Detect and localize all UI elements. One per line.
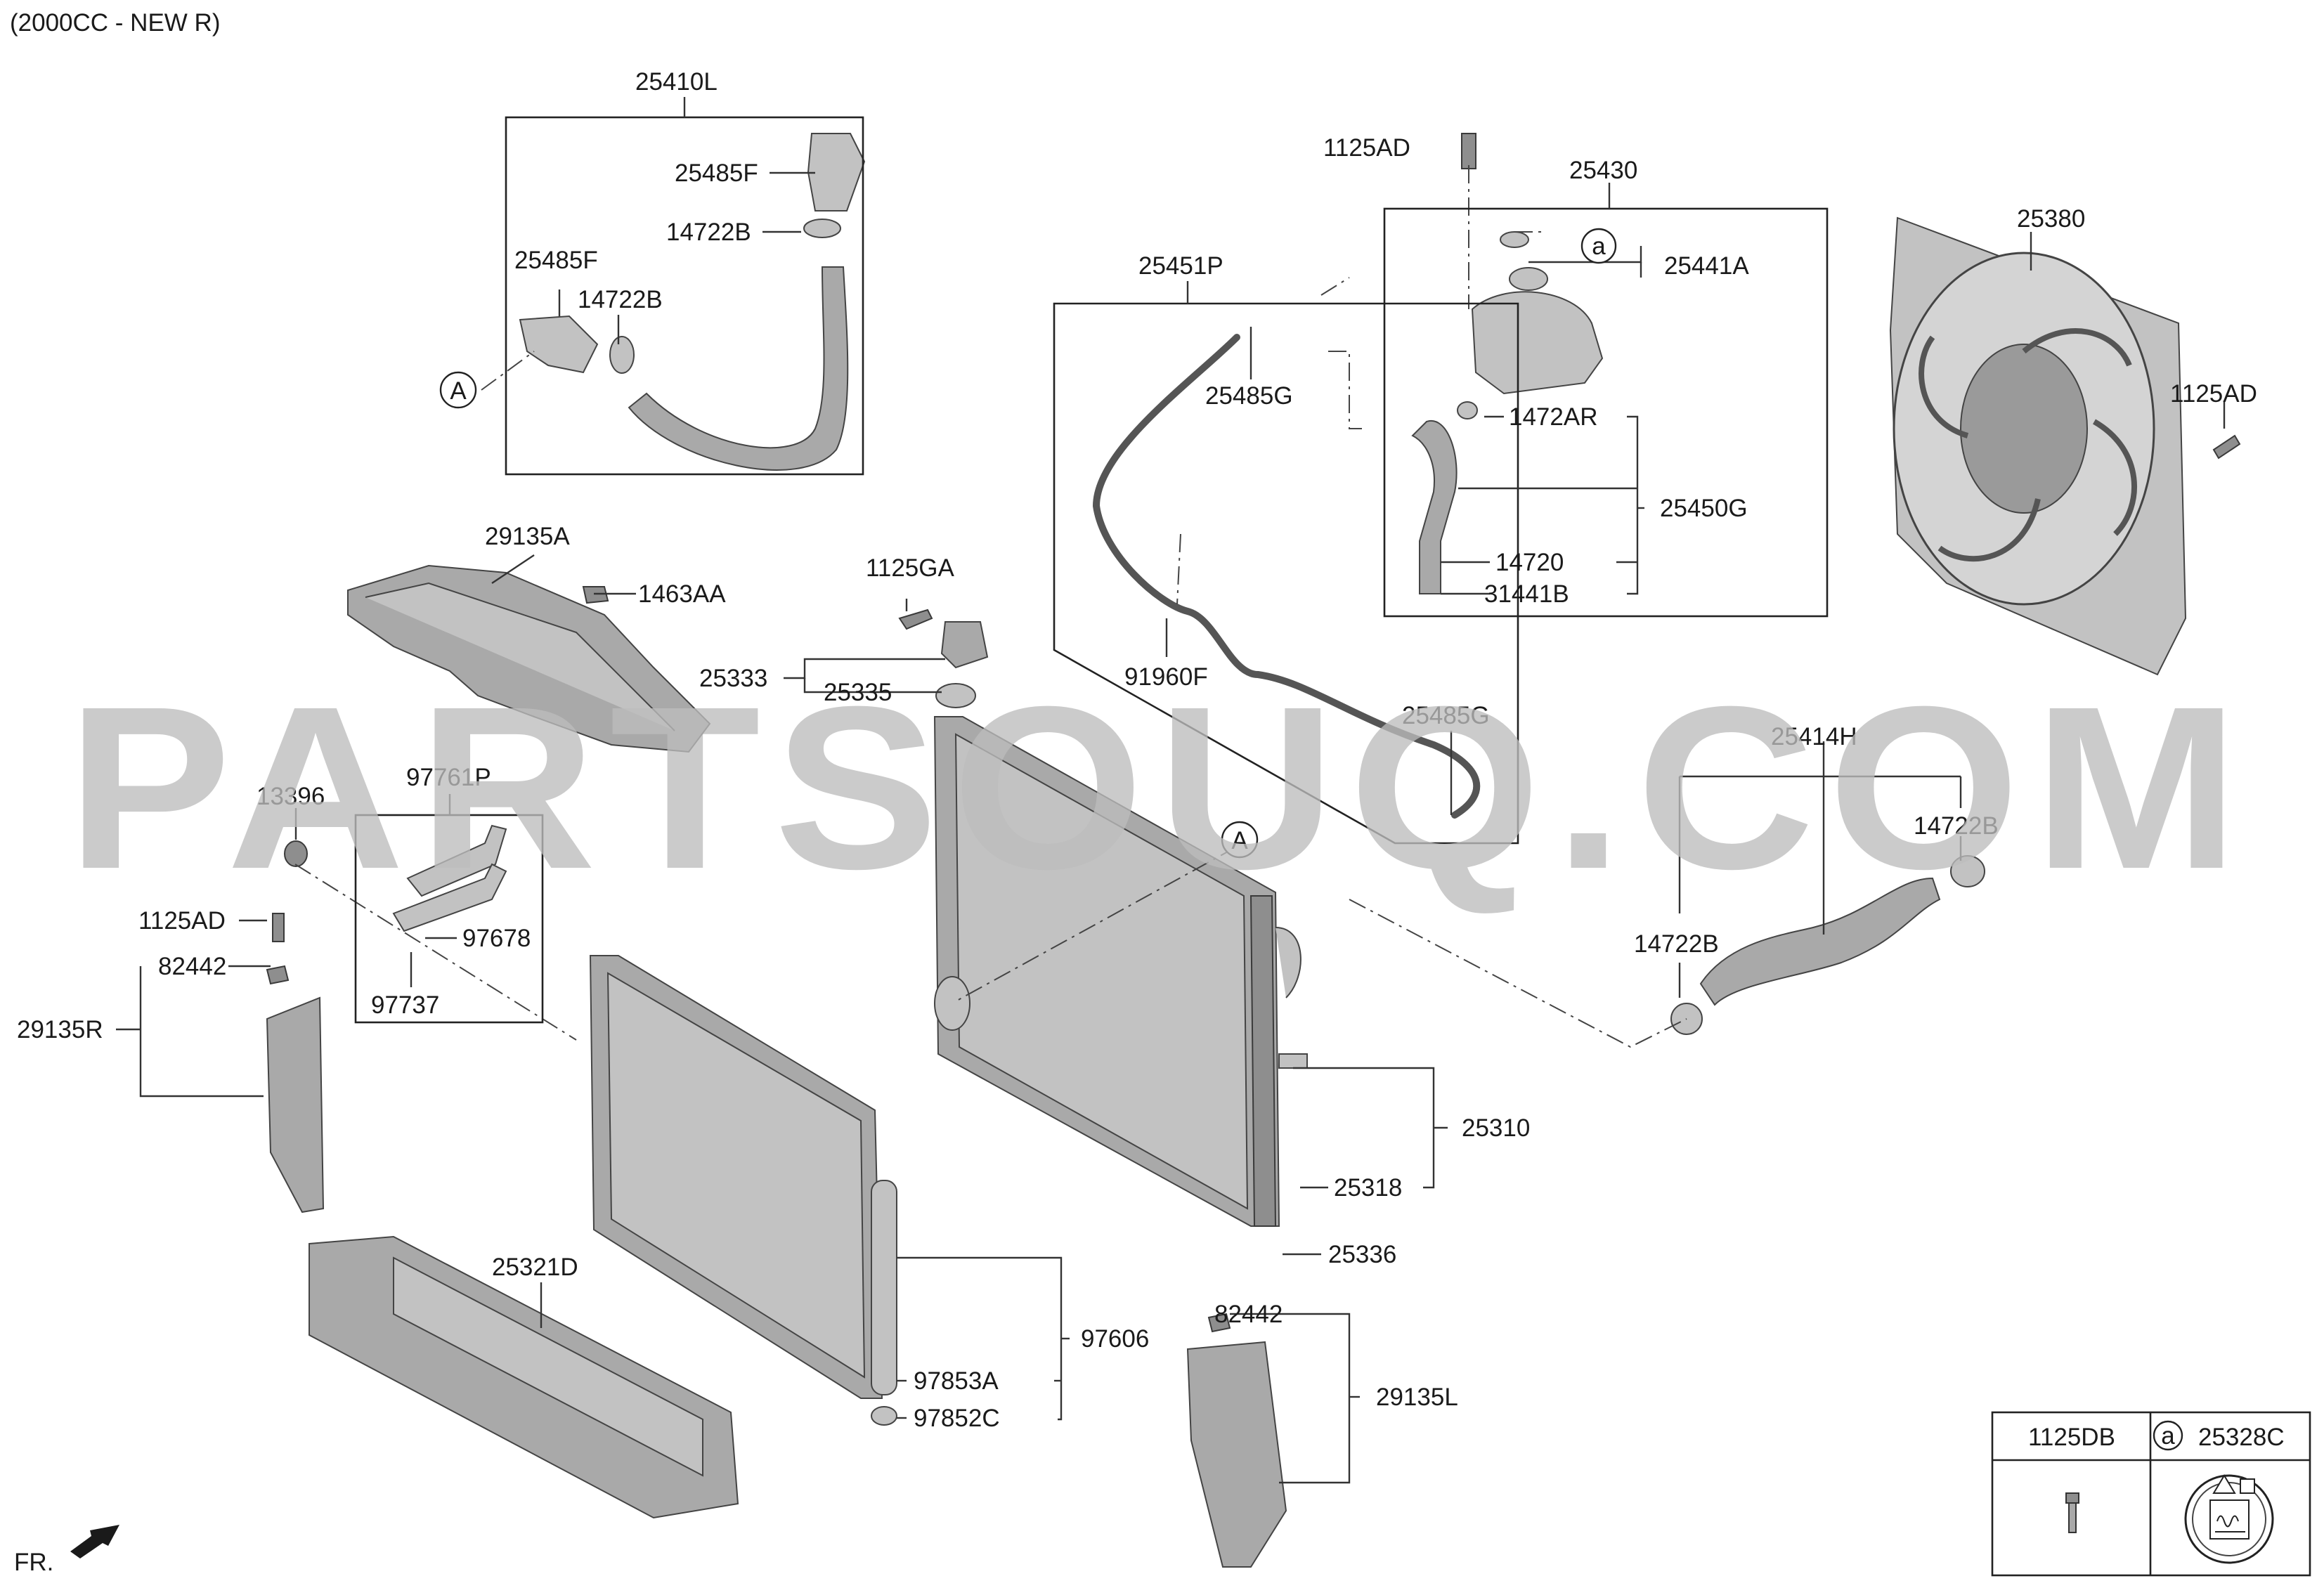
part-25321D[interactable]: 25321D <box>492 1254 578 1281</box>
part-25318[interactable]: 25318 <box>1334 1174 1402 1202</box>
part-25310[interactable]: 25310 <box>1462 1114 1530 1142</box>
legend-callout-text: a <box>2161 1422 2175 1450</box>
part-25336[interactable]: 25336 <box>1328 1241 1396 1268</box>
part-25451P[interactable]: 25451P <box>1138 252 1223 280</box>
oil-cooler-pipes-illustration <box>284 824 507 932</box>
part-25485G-bottom[interactable]: 25485G <box>1402 702 1490 729</box>
part-29135A[interactable]: 29135A <box>485 523 570 550</box>
undercover-illustration <box>347 564 711 753</box>
engine-header: (2000CC - NEW R) <box>10 9 220 37</box>
part-25450G[interactable]: 25450G <box>1660 495 1748 522</box>
warning-label-icon <box>2184 1474 2274 1564</box>
legend-table: 1125DB a 25328C <box>1991 1411 2311 1577</box>
side-cover-illustration <box>266 965 1287 1568</box>
part-25485F-top[interactable]: 25485F <box>675 160 758 187</box>
part-29135L[interactable]: 29135L <box>1376 1384 1458 1411</box>
callout-a-text: a <box>1592 233 1606 260</box>
part-82442-bottom[interactable]: 82442 <box>1214 1301 1283 1328</box>
upper-hose-illustration <box>519 133 866 471</box>
condenser-illustration <box>589 955 897 1426</box>
part-13396[interactable]: 13396 <box>257 783 325 810</box>
part-14722B-left[interactable]: 14722B <box>578 286 663 313</box>
part-1463AA[interactable]: 1463AA <box>638 580 726 608</box>
radiator-illustration <box>933 716 1308 1227</box>
bracket-illustration <box>898 608 989 708</box>
part-1125GA[interactable]: 1125GA <box>866 554 954 582</box>
front-arrow-icon <box>70 1525 119 1558</box>
bypass-hose-illustration <box>1092 334 1481 819</box>
callout-A-left-text: A <box>450 377 467 405</box>
callout-circle-A-radiator <box>1221 821 1259 859</box>
part-97678[interactable]: 97678 <box>462 925 531 952</box>
reservoir-illustration <box>1411 231 1604 594</box>
part-25333[interactable]: 25333 <box>699 665 767 692</box>
part-25380[interactable]: 25380 <box>2017 205 2085 233</box>
legend-col2-header: 25328C <box>2198 1424 2285 1451</box>
legend-col1-header: 1125DB <box>2028 1424 2115 1451</box>
callout-circle-A-left <box>439 371 477 409</box>
part-97606[interactable]: 97606 <box>1081 1325 1149 1353</box>
part-97853A[interactable]: 97853A <box>914 1367 999 1395</box>
part-97761P[interactable]: 97761P <box>406 764 491 791</box>
callout-circle-a <box>1580 228 1617 264</box>
bolts-illustration <box>272 133 2241 942</box>
leader-lines <box>116 97 2226 1484</box>
legend-callout-circle <box>2153 1420 2183 1451</box>
part-14722B-right[interactable]: 14722B <box>1914 812 1999 840</box>
part-25485G-top[interactable]: 25485G <box>1205 382 1293 410</box>
part-1472AR[interactable]: 1472AR <box>1509 403 1597 431</box>
part-1125AD-left[interactable]: 1125AD <box>138 907 226 935</box>
part-1125AD-right[interactable]: 1125AD <box>2170 380 2257 408</box>
part-82442-left[interactable]: 82442 <box>158 953 226 980</box>
air-guard-illustration <box>309 1235 739 1519</box>
part-97852C[interactable]: 97852C <box>914 1405 1000 1432</box>
front-indicator: FR. <box>14 1525 119 1576</box>
part-97737[interactable]: 97737 <box>371 991 439 1019</box>
part-14722B-mid[interactable]: 14722B <box>1634 930 1719 958</box>
part-25335[interactable]: 25335 <box>824 679 892 706</box>
part-14722B-top[interactable]: 14722B <box>666 219 751 246</box>
watermark: PARTSOUQ.COM <box>67 658 2252 917</box>
part-25414H[interactable]: 25414H <box>1771 723 1857 750</box>
bolt-icon <box>2065 1492 2079 1533</box>
front-label: FR. <box>14 1549 53 1576</box>
part-31441B[interactable]: 31441B <box>1484 580 1569 608</box>
part-29135R[interactable]: 29135R <box>17 1016 103 1043</box>
part-25441A[interactable]: 25441A <box>1664 252 1749 280</box>
part-14720[interactable]: 14720 <box>1495 549 1564 576</box>
part-1125AD-top[interactable]: 1125AD <box>1323 134 1410 162</box>
part-91960F[interactable]: 91960F <box>1124 663 1208 691</box>
fan-shroud-illustration <box>1889 216 2187 676</box>
lower-hose-illustration <box>1670 855 1985 1035</box>
callout-A-radiator-text: A <box>1231 827 1248 854</box>
part-25410L[interactable]: 25410L <box>635 68 718 96</box>
part-labels: 25410L 25485F 14722B 25485F 14722B 29135… <box>17 68 2257 1432</box>
part-25430[interactable]: 25430 <box>1569 157 1637 184</box>
reference-dash-lines <box>294 165 1687 1048</box>
part-25485F-left[interactable]: 25485F <box>514 247 598 274</box>
